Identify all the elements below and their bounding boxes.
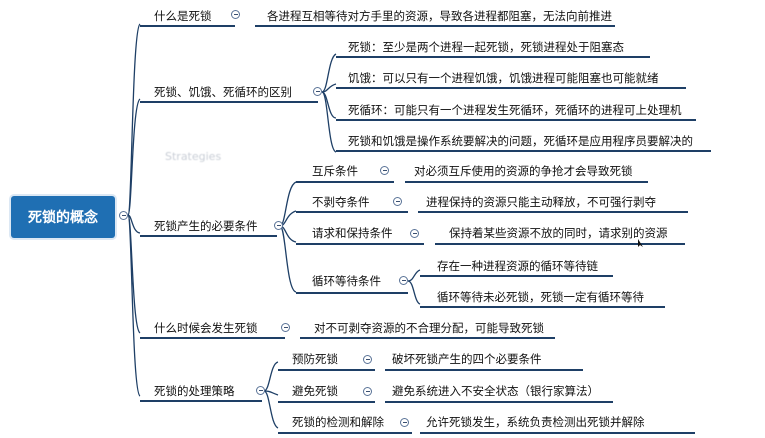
mouse-pointer-icon: [638, 239, 643, 247]
strategy-detail: 破坏死锁产生的四个必要条件: [392, 352, 542, 366]
root-label: 死锁的概念: [28, 210, 98, 226]
condition-detail: 对必须互斥使用的资源的争抢才会导致死锁: [414, 164, 633, 178]
topic-definition[interactable]: 什么是死锁: [152, 8, 214, 24]
condition-detail: 存在一种进程资源的循环等待链: [437, 259, 598, 273]
collapse-icon[interactable]: [399, 276, 408, 285]
condition-detail: 保持着某些资源不放的同时，请求别的资源: [449, 226, 668, 240]
collapse-icon[interactable]: [256, 386, 265, 395]
collapse-icon[interactable]: [380, 166, 389, 175]
collapse-icon[interactable]: [363, 387, 372, 396]
collapse-icon[interactable]: [274, 221, 283, 230]
difference-item: 死循环：可能只有一个进程发生死循环，死循环的进程可上处理机: [348, 103, 682, 117]
collapse-icon[interactable]: [393, 197, 402, 206]
topic-conditions-label: 死锁产生的必要条件: [154, 219, 258, 233]
strategy-detail: 避免系统进入不安全状态（银行家算法）: [392, 384, 599, 398]
collapse-icon[interactable]: [313, 87, 322, 96]
difference-item: 死锁和饥饿是操作系统要解决的问题，死循环是应用程序员要解决的: [348, 134, 693, 148]
collapse-icon[interactable]: [231, 10, 240, 19]
strategy-prevent[interactable]: 预防死锁: [292, 352, 338, 366]
collapse-icon[interactable]: [400, 418, 409, 427]
topic-definition-label: 什么是死锁: [154, 9, 212, 23]
collapse-icon[interactable]: [119, 211, 128, 220]
difference-item: 死锁：至少是两个进程一起死锁，死锁进程处于阻塞态: [348, 40, 624, 54]
condition-hold-wait[interactable]: 请求和保持条件: [312, 226, 393, 240]
condition-no-preemption[interactable]: 不剥夺条件: [312, 195, 370, 209]
topic-strategies-label: 死锁的处理策略: [154, 384, 235, 398]
definition-detail: 各进程互相等待对方手里的资源，导致各进程都阻塞，无法向前推进: [267, 9, 612, 23]
collapse-icon[interactable]: [410, 229, 419, 238]
topic-conditions[interactable]: 死锁产生的必要条件: [152, 218, 260, 234]
topic-strategies[interactable]: 死锁的处理策略: [152, 383, 237, 399]
collapse-icon[interactable]: [363, 355, 372, 364]
strategy-detail: 允许死锁发生，系统负责检测出死锁并解除: [426, 415, 645, 429]
ghost-text: Strategies: [165, 150, 222, 163]
topic-difference[interactable]: 死锁、饥饿、死循环的区别: [152, 84, 294, 100]
condition-detail: 循环等待未必死锁，死锁一定有循环等待: [437, 290, 644, 304]
topic-when-label: 什么时候会发生死锁: [154, 321, 258, 335]
strategy-avoid[interactable]: 避免死锁: [292, 384, 338, 398]
collapse-icon[interactable]: [281, 323, 290, 332]
topic-difference-label: 死锁、饥饿、死循环的区别: [154, 85, 292, 99]
strategy-detect[interactable]: 死锁的检测和解除: [292, 415, 384, 429]
condition-circular-wait[interactable]: 循环等待条件: [312, 274, 381, 288]
difference-item: 饥饿：可以只有一个进程饥饿，饥饿进程可能阻塞也可能就绪: [348, 71, 659, 85]
condition-mutex[interactable]: 互斥条件: [312, 164, 358, 178]
when-detail: 对不可剥夺资源的不合理分配，可能导致死锁: [314, 321, 544, 335]
topic-when[interactable]: 什么时候会发生死锁: [152, 320, 260, 336]
root-topic[interactable]: 死锁的概念: [11, 196, 115, 238]
condition-detail: 进程保持的资源只能主动释放，不可强行剥夺: [426, 195, 656, 209]
